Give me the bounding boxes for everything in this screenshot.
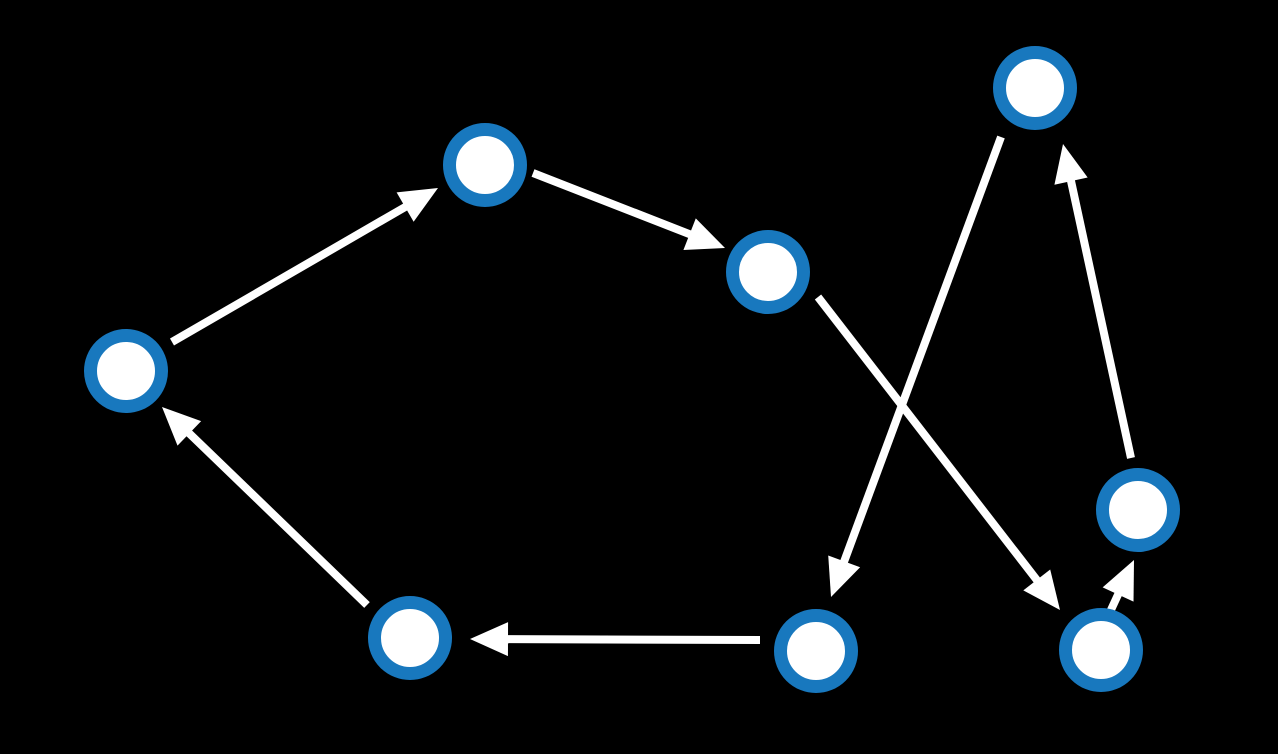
edge-shaft: [1065, 170, 1135, 459]
edge-shaft: [179, 423, 370, 608]
edge-arrowhead-icon: [828, 555, 861, 597]
graph-node-bottom-left: [368, 596, 452, 680]
edge-bottom-left-to-left: [162, 407, 370, 608]
edge-arrowhead-icon: [396, 188, 438, 222]
edge-bottom-middle-to-bottom-left: [470, 622, 761, 657]
graph-node-bottom-middle: [774, 609, 858, 693]
edge-left-to-upper-middle: [169, 188, 438, 346]
graph-node-right: [1096, 468, 1180, 552]
edge-shaft: [169, 198, 416, 346]
graph-node-left: [84, 329, 168, 413]
edge-arrowhead-icon: [683, 218, 725, 251]
edge-top-right-to-bottom-middle: [828, 135, 1005, 597]
edge-shaft: [531, 169, 701, 242]
edge-arrowhead-icon: [470, 622, 509, 657]
edge-bottom-right-to-right: [1102, 560, 1134, 614]
edge-arrowhead-icon: [1054, 144, 1088, 185]
graph-node-center: [726, 230, 810, 314]
edge-upper-middle-to-center: [531, 169, 725, 251]
graph-node-bottom-right: [1059, 608, 1143, 692]
nodes-layer: [84, 46, 1180, 693]
graph-node-top-right: [993, 46, 1077, 130]
edge-shaft: [497, 635, 761, 644]
edge-arrowhead-icon: [162, 407, 202, 446]
edge-shaft: [814, 294, 1047, 591]
edge-center-to-bottom-right: [814, 294, 1060, 610]
edge-arrowhead-icon: [1023, 569, 1060, 610]
graph-node-upper-middle: [443, 123, 527, 207]
edge-shaft: [836, 135, 1005, 573]
edge-arrowhead-icon: [1102, 560, 1134, 602]
edges-layer: [162, 135, 1135, 657]
edge-right-to-top-right: [1054, 144, 1135, 459]
